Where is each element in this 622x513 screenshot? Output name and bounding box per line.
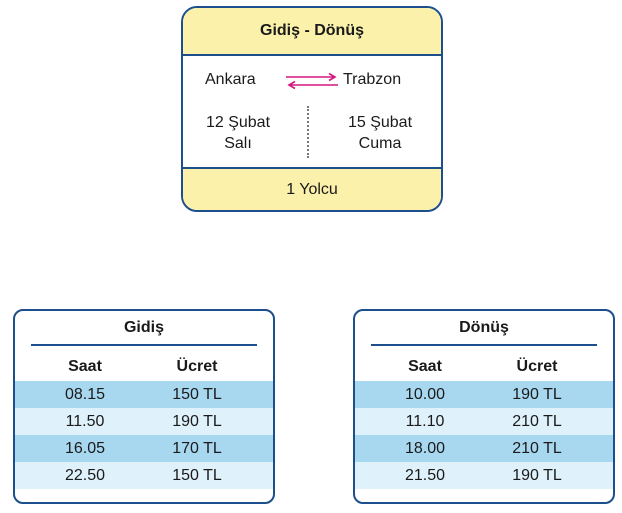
outbound-date: 12 Şubat — [205, 114, 271, 131]
passenger-count: 1 Yolcu — [286, 180, 338, 198]
table-row: 18.00 210 TL — [355, 435, 613, 462]
table-row: 22.50 150 TL — [15, 462, 273, 489]
price-cell: 210 TL — [512, 439, 562, 457]
destination-city: Trabzon — [343, 71, 402, 88]
time-cell: 11.10 — [405, 412, 445, 430]
return-date-block: 15 Şubat Cuma — [335, 112, 425, 154]
time-cell: 22.50 — [64, 466, 106, 484]
price-cell: 190 TL — [512, 466, 562, 484]
title-divider — [31, 344, 257, 346]
price-header: Ücret — [176, 358, 218, 375]
ticket-header: Gidiş - Dönüş — [183, 8, 441, 56]
return-table: Dönüş Saat Ücret 10.00 190 TL 11.10 210 … — [353, 309, 615, 504]
table-row: 11.10 210 TL — [355, 408, 613, 435]
time-cell: 10.00 — [404, 385, 446, 403]
price-cell: 150 TL — [172, 466, 222, 484]
time-cell: 16.05 — [64, 439, 106, 457]
price-cell: 190 TL — [172, 412, 222, 430]
table-row: 11.50 190 TL — [15, 408, 273, 435]
time-header: Saat — [68, 358, 102, 375]
price-cell: 210 TL — [512, 412, 562, 430]
time-cell: 21.50 — [404, 466, 446, 484]
price-cell: 150 TL — [172, 385, 222, 403]
table-row: 08.15 150 TL — [15, 381, 273, 408]
round-trip-arrows-icon — [286, 72, 338, 90]
price-header: Ücret — [516, 358, 558, 375]
table-row: 10.00 190 TL — [355, 381, 613, 408]
ticket-footer: 1 Yolcu — [183, 167, 441, 210]
return-title: Dönüş — [459, 319, 509, 336]
outbound-date-block: 12 Şubat Salı — [193, 112, 283, 154]
price-cell: 170 TL — [172, 439, 222, 457]
ticket-card: Gidiş - Dönüş Ankara Trabzon 12 Şubat Sa… — [181, 6, 443, 212]
departure-table: Gidiş Saat Ücret 08.15 150 TL 11.50 190 … — [13, 309, 275, 504]
time-cell: 18.00 — [404, 439, 446, 457]
ticket-title: Gidiş - Dönüş — [260, 22, 364, 39]
return-date: 15 Şubat — [347, 114, 413, 131]
return-day: Cuma — [358, 135, 402, 152]
outbound-day: Salı — [224, 135, 252, 152]
date-divider — [307, 106, 309, 158]
time-cell: 11.50 — [65, 412, 105, 430]
price-cell: 190 TL — [512, 385, 562, 403]
title-divider — [371, 344, 597, 346]
table-row: 16.05 170 TL — [15, 435, 273, 462]
table-row: 21.50 190 TL — [355, 462, 613, 489]
time-header: Saat — [408, 358, 442, 375]
departure-title: Gidiş — [123, 319, 164, 336]
time-cell: 08.15 — [64, 385, 106, 403]
origin-city: Ankara — [205, 71, 256, 88]
